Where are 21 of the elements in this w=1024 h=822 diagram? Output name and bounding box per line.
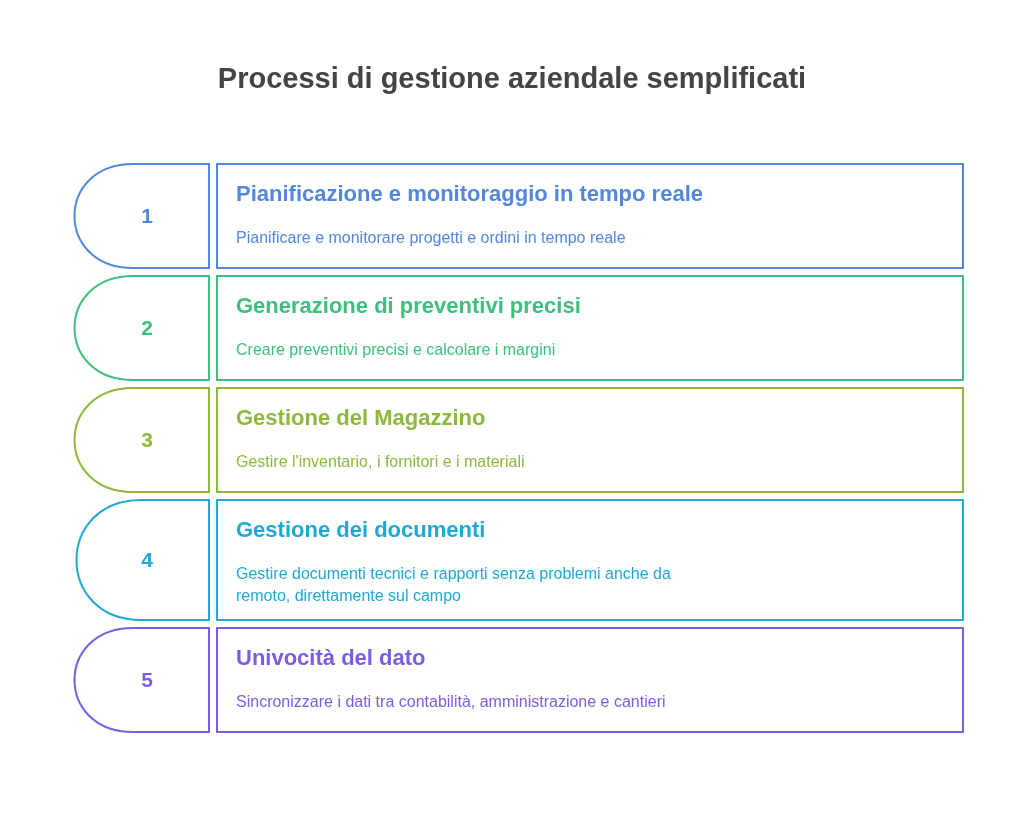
step-card — [216, 499, 964, 621]
step-description: Pianificare e monitorare progetti e ordini in tempo reale — [236, 228, 627, 248]
step-description: Gestire l'inventario, i fornitori e i materiali — [236, 452, 526, 472]
step-title: Univocità del dato — [236, 645, 427, 671]
step-title: Pianificazione e monitoraggio in tempo reale — [236, 181, 704, 207]
step-description: Creare preventivi precisi e calcolare i margini — [236, 340, 557, 360]
step-card — [216, 275, 964, 381]
step-number: 3 — [141, 428, 153, 452]
diagram-title: Processi di gestione aziendale semplificati — [216, 62, 808, 95]
step-card — [216, 163, 964, 269]
step-description: Sincronizzare i dati tra contabilità, amministrazione e cantieri — [236, 692, 667, 712]
step-number: 4 — [141, 548, 153, 572]
step-card — [216, 627, 964, 733]
step-number: 5 — [141, 668, 153, 692]
step-title: Gestione del Magazzino — [236, 405, 487, 431]
step-description: Gestire documenti tecnici e rapporti senza problemi anche da remoto, direttamente sul campo — [236, 564, 672, 606]
step-card — [216, 387, 964, 493]
step-title: Gestione dei documenti — [236, 517, 487, 543]
step-number: 1 — [141, 204, 153, 228]
step-title: Generazione di preventivi precisi — [236, 293, 582, 319]
step-number: 2 — [141, 316, 153, 340]
